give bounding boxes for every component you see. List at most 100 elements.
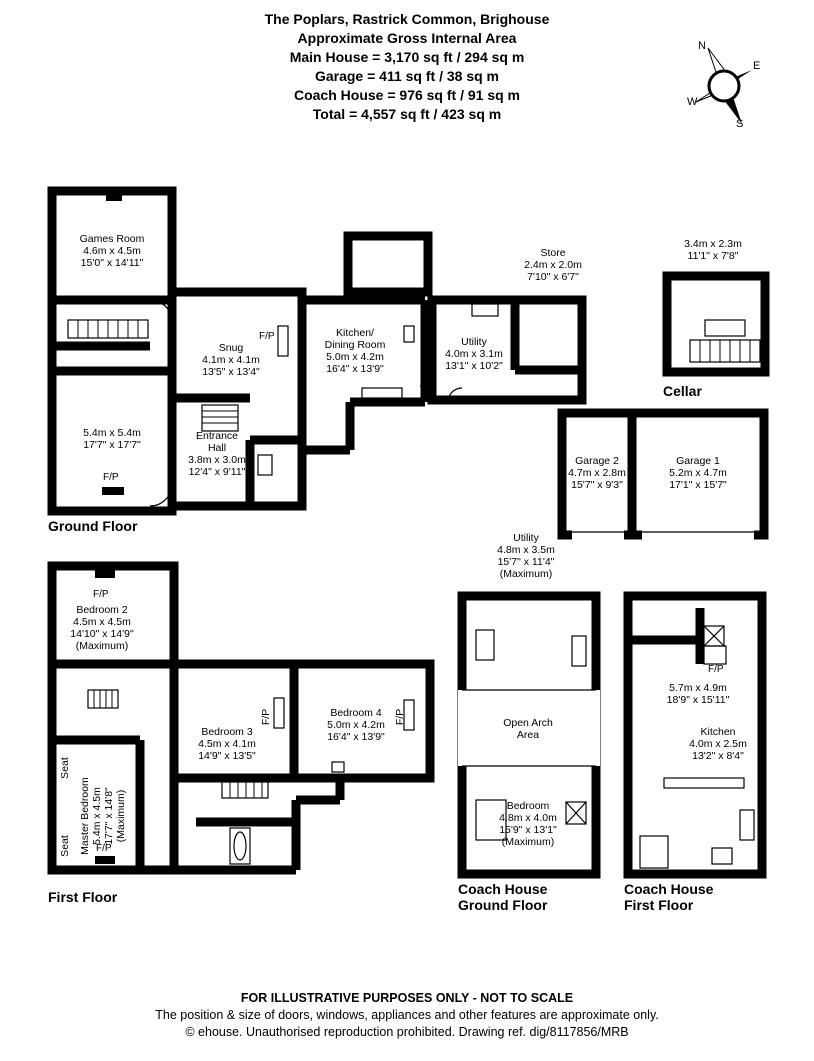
room-metric: 4.5m x 4.5m <box>73 616 131 628</box>
coach-ground-walls <box>457 591 601 879</box>
ch-kitchen-label: Kitchen 4.0m x 2.5m 13'2" x 8'4" <box>689 726 747 762</box>
ground-floor-heading: Ground Floor <box>48 518 138 534</box>
room-note: (Maximum) <box>499 568 553 580</box>
room-imperial: 14'9" x 13'5" <box>198 750 256 762</box>
room-metric: 2.4m x 2.0m <box>524 259 582 271</box>
heading-line-1: Coach House <box>458 881 548 897</box>
room-metric: 5.7m x 4.9m <box>669 682 727 694</box>
compass-n: N <box>698 40 706 52</box>
garage1-label: Garage 1 5.2m x 4.7m 17'1" x 15'7" <box>669 455 727 491</box>
room-imperial: 17'1" x 15'7" <box>669 479 727 491</box>
ch-bedroom-label: Bedroom 4.8m x 4.0m 15'9" x 13'1" (Maxim… <box>499 800 557 848</box>
first-floor-walls <box>47 561 435 875</box>
room-imperial: 15'0" x 14'11" <box>80 257 144 269</box>
room-metric: 4.0m x 3.1m <box>445 348 503 360</box>
area-subtitle: Approximate Gross Internal Area <box>297 30 517 46</box>
heading-line-2: Ground Floor <box>458 897 548 913</box>
room-imperial: 15'7" x 11'4" <box>497 556 555 568</box>
garage-walls <box>557 408 769 540</box>
room-metric: 5.2m x 4.7m <box>669 467 727 479</box>
cellar-label: 3.4m x 2.3m 11'1" x 7'8" <box>684 238 742 262</box>
room-name: Open Arch <box>503 717 553 729</box>
room-name: Garage 2 <box>575 455 619 467</box>
copyright-text: © ehouse. Unauthorised reproduction proh… <box>185 1025 629 1039</box>
room-imperial: 18'9" x 15'11" <box>666 694 730 706</box>
room-metric: 5.4m x 5.4m <box>83 427 141 439</box>
room-name: Garage 1 <box>676 455 720 467</box>
area-garage: Garage = 411 sq ft / 38 sq m <box>314 68 500 84</box>
area-coach-house: Coach House = 976 sq ft / 91 sq m <box>293 87 521 103</box>
coach-ground-heading: Coach House Ground Floor <box>458 881 547 913</box>
entrance-hall-label: Entrance Hall 3.8m x 3.0m 12'4" x 9'11" <box>188 430 246 478</box>
room-metric: 4.7m x 2.8m <box>568 467 626 479</box>
room-name: Master Bedroom <box>79 777 91 855</box>
fp-sitting: F/P <box>103 472 119 483</box>
first-stairs-icon <box>87 689 269 799</box>
master-bedroom-label: Master Bedroom 5.4m x 4.5m 17'7" x 14'8"… <box>79 761 131 871</box>
room-imperial: 13'5" x 13'4" <box>202 366 260 378</box>
room-name: Bedroom 3 <box>201 726 253 738</box>
room-note: (Maximum) <box>501 836 555 848</box>
room-imperial: 15'7" x 9'3" <box>571 479 623 491</box>
room-name: Kitchen/ <box>336 327 374 339</box>
room-name: Utility <box>513 532 539 544</box>
room-imperial: 16'4" x 13'9" <box>326 363 384 375</box>
room-name: Store <box>540 247 566 259</box>
room-name: Entrance <box>195 430 239 442</box>
coach-first-heading: Coach House First Floor <box>624 881 713 913</box>
disclaimer-heading: FOR ILLUSTRATIVE PURPOSES ONLY - NOT TO … <box>240 991 574 1005</box>
room-metric: 4.0m x 2.5m <box>689 738 747 750</box>
ch-living-label: 5.7m x 4.9m 18'9" x 15'11" <box>667 682 730 706</box>
room-name: Utility <box>461 336 487 348</box>
sitting-room-label: 5.4m x 5.4m 17'7" x 17'7" <box>83 427 141 451</box>
compass-icon: N E W S <box>687 40 760 135</box>
room-metric: 3.4m x 2.3m <box>684 238 742 250</box>
room-imperial: 11'1" x 7'8" <box>687 250 739 262</box>
cellar-walls <box>662 271 770 377</box>
snug-label: Snug 4.1m x 4.1m 13'5" x 13'4" <box>202 342 260 378</box>
room-name-2: Dining Room <box>324 339 386 351</box>
first-fixtures <box>95 570 415 865</box>
plan-footer: FOR ILLUSTRATIVE PURPOSES ONLY - NOT TO … <box>0 990 814 1041</box>
compass-w: W <box>687 96 698 108</box>
store-label: Store 2.4m x 2.0m 7'10" x 6'7" <box>524 247 582 283</box>
fp-master: F/P <box>96 843 112 854</box>
bedroom2-label: Bedroom 2 4.5m x 4.5m 14'10" x 14'9" (Ma… <box>70 604 133 652</box>
room-name: Kitchen <box>700 726 736 738</box>
room-name: Bedroom <box>506 800 550 812</box>
room-metric: 4.6m x 4.5m <box>83 245 141 257</box>
fp-snug: F/P <box>259 331 275 342</box>
room-imperial: 16'4" x 13'9" <box>327 731 385 743</box>
heading-line-2: First Floor <box>624 897 694 913</box>
room-note: (Maximum) <box>75 640 129 652</box>
heading-line-1: Coach House <box>624 881 714 897</box>
ch-utility-label: Utility 4.8m x 3.5m 15'7" x 11'4" (Maxim… <box>497 532 555 580</box>
seat-upper: Seat <box>59 757 71 779</box>
first-floor-heading: First Floor <box>48 889 118 905</box>
room-metric: 5.0m x 4.2m <box>326 351 384 363</box>
fp-bed2: F/P <box>93 589 109 600</box>
room-metric: 4.5m x 4.1m <box>198 738 256 750</box>
fp-bed4: F/P <box>394 708 406 726</box>
compass-s: S <box>736 118 744 130</box>
kitchen-label: Kitchen/ Dining Room 5.0m x 4.2m 16'4" x… <box>325 327 386 375</box>
room-name: Bedroom 2 <box>76 604 128 616</box>
games-room-label: Games Room 4.6m x 4.5m 15'0" x 14'11" <box>80 233 145 269</box>
plan-header: The Poplars, Rastrick Common, Brighouse … <box>0 10 814 124</box>
room-imperial: 15'9" x 13'1" <box>499 824 557 836</box>
garage2-label: Garage 2 4.7m x 2.8m 15'7" x 9'3" <box>568 455 626 491</box>
room-metric: 5.4m x 4.5m <box>91 787 103 845</box>
room-metric: 3.8m x 3.0m <box>188 454 246 466</box>
room-metric: 4.1m x 4.1m <box>202 354 260 366</box>
area-total: Total = 4,557 sq ft / 423 sq m <box>312 106 502 122</box>
room-metric: 4.8m x 3.5m <box>497 544 555 556</box>
ground-stairs-icon <box>67 319 239 432</box>
fp-bed3: F/P <box>260 708 272 726</box>
room-metric: 4.8m x 4.0m <box>499 812 557 824</box>
room-imperial: 13'2" x 8'4" <box>692 750 744 762</box>
room-name: Bedroom 4 <box>330 707 382 719</box>
room-imperial: 14'10" x 14'9" <box>70 628 134 640</box>
room-metric: 5.0m x 4.2m <box>327 719 385 731</box>
disclaimer-text: The position & size of doors, windows, a… <box>155 1008 659 1022</box>
